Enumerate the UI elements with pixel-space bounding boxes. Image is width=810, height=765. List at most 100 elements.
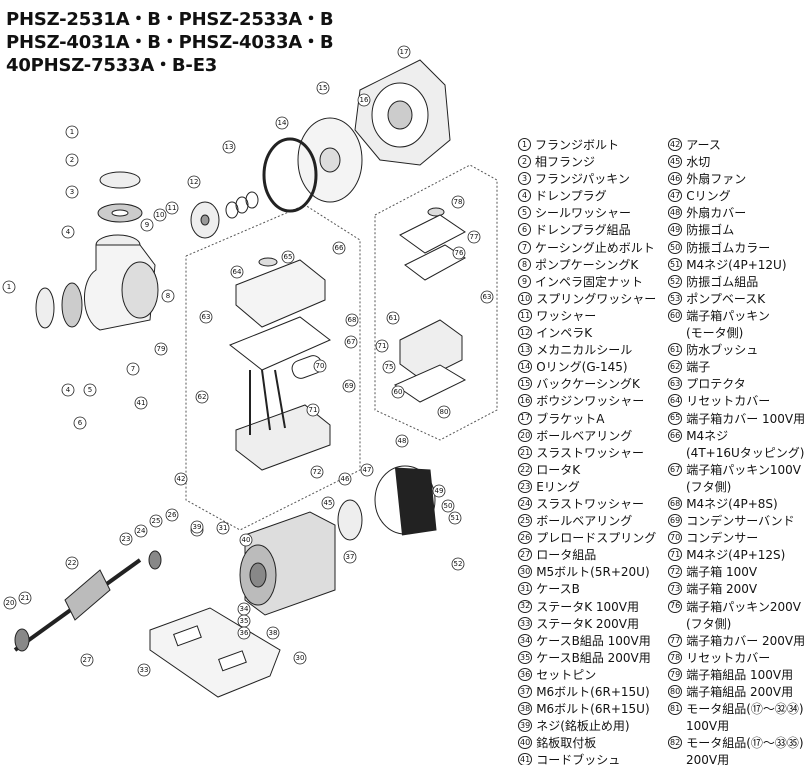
callout-15: 15 xyxy=(316,81,330,95)
part-number-badge: 1 xyxy=(518,138,531,151)
part-name: モータ組品(⑰〜㉝㉟) xyxy=(686,736,804,751)
callout-circle xyxy=(321,496,335,510)
part-name: 外扇カバー xyxy=(686,206,747,221)
part-name: ブラケットA xyxy=(536,411,605,426)
callout-circle xyxy=(222,140,236,154)
callout-circle xyxy=(165,508,179,522)
part-number-badge: 30 xyxy=(518,565,533,579)
callout-circle xyxy=(83,383,97,397)
part-number-badge: 50 xyxy=(668,240,683,254)
callout-circle xyxy=(360,463,374,477)
callout-3: 3 xyxy=(65,185,79,199)
part-row-continuation: 200V用 xyxy=(668,752,805,765)
callout-circle xyxy=(437,405,451,419)
o-ring xyxy=(262,137,318,213)
callout-circle xyxy=(306,403,320,417)
exploded-view-drawing: 1123445678910111213141516172021222324252… xyxy=(2,45,498,698)
callout-30: 30 xyxy=(293,651,307,665)
callout-number: 66 xyxy=(335,244,344,252)
callout-circle xyxy=(441,499,455,513)
callout-circle xyxy=(293,651,307,665)
callout-circle xyxy=(467,230,481,244)
callout-7: 7 xyxy=(126,362,140,376)
callout-circle xyxy=(275,116,289,130)
terminal-box-100v-frame xyxy=(185,204,361,531)
part-name: 端子箱組品 200V用 xyxy=(686,685,794,699)
callout-number: 40 xyxy=(242,536,251,544)
callout-number: 71 xyxy=(309,406,318,414)
part-number-badge: 62 xyxy=(668,360,683,374)
terminal-box-200v-frame xyxy=(374,164,498,441)
part-number-badge: 81 xyxy=(668,702,683,716)
part-name: 端子箱組品 100V用 xyxy=(686,667,794,682)
part-name: ネジ(銘板止め用) xyxy=(536,719,630,734)
part-name: M4ネジ(4P+12U) xyxy=(686,257,787,272)
callout-number: 24 xyxy=(137,527,146,535)
part-name: モータ組品(⑰〜㉜㉞) xyxy=(686,702,804,717)
callout-circle xyxy=(391,385,405,399)
callout-9: 9 xyxy=(140,218,154,232)
part-name: ポンプベースK xyxy=(686,291,766,306)
part-number-badge: 27 xyxy=(518,548,533,562)
part-number-badge: 71 xyxy=(668,548,683,562)
part-row-continuation: (フタ側) xyxy=(668,479,805,496)
callout-22: 22 xyxy=(65,556,79,570)
callout-number: 2 xyxy=(70,156,74,164)
part-name: ケースB組品 200V用 xyxy=(536,650,651,665)
callout-circle xyxy=(480,290,494,304)
callout-circle xyxy=(266,626,280,640)
part-number-badge: 78 xyxy=(668,650,683,664)
callout-12: 12 xyxy=(187,175,201,189)
callout-number: 36 xyxy=(240,629,249,637)
callout-number: 79 xyxy=(157,345,166,353)
callout-4: 4 xyxy=(61,383,75,397)
callout-circle xyxy=(382,360,396,374)
callout-circle xyxy=(195,390,209,404)
callout-number: 23 xyxy=(122,535,131,543)
callout-51: 51 xyxy=(448,511,462,525)
part-number-badge: 65 xyxy=(668,411,683,425)
model-title-line-3: 40PHSZ-7533A・B-E3 xyxy=(6,55,218,76)
part-number-badge: 77 xyxy=(668,633,683,647)
callout-79: 79 xyxy=(154,342,168,356)
callout-77: 77 xyxy=(467,230,481,244)
callout-number: 38 xyxy=(269,629,278,637)
callout-number: 13 xyxy=(225,143,234,151)
callout-27: 27 xyxy=(80,653,94,667)
part-name: ロータK xyxy=(536,462,581,477)
callout-5: 5 xyxy=(83,383,97,397)
callout-circle xyxy=(342,379,356,393)
part-name: コンデンサーバンド xyxy=(686,514,795,529)
callout-number: 6 xyxy=(78,419,83,427)
callout-42: 42 xyxy=(174,472,188,486)
callout-circle xyxy=(149,514,163,528)
callout-number: 51 xyxy=(451,514,460,522)
callout-number: 10 xyxy=(156,211,165,219)
part-number-badge: 67 xyxy=(668,462,683,476)
part-number-badge: 31 xyxy=(518,582,533,596)
callout-number: 30 xyxy=(296,654,305,662)
callout-circle xyxy=(80,653,94,667)
callout-number: 11 xyxy=(168,204,177,212)
part-number-badge: 45 xyxy=(668,155,683,169)
part-name: インペラK xyxy=(536,326,593,341)
callout-circle xyxy=(332,241,346,255)
part-name: 相フランジ xyxy=(535,155,596,170)
